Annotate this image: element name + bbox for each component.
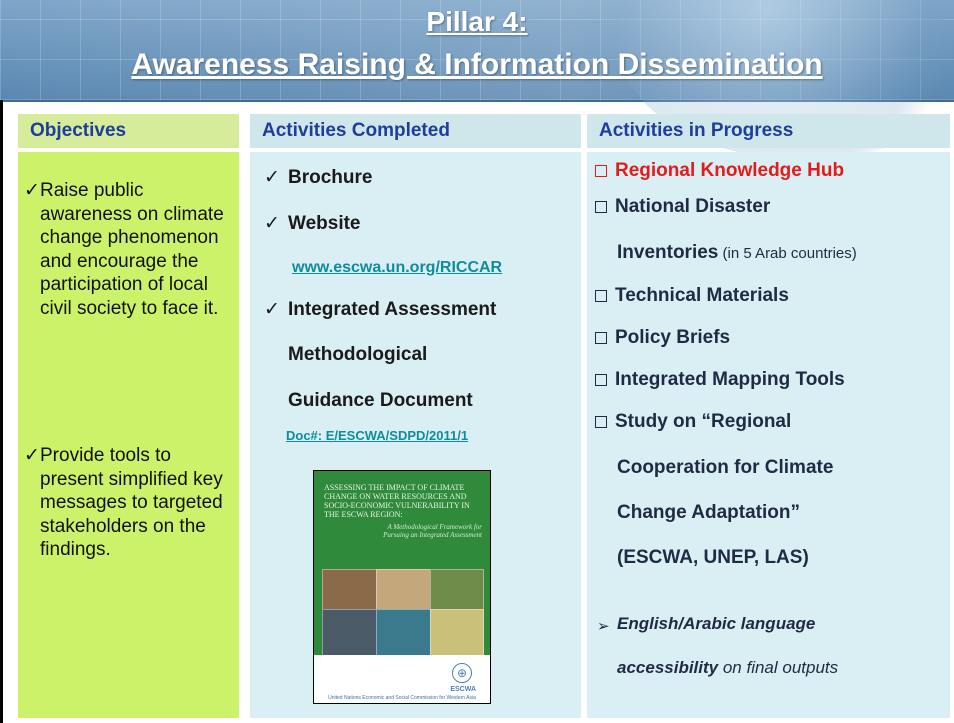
progress-note: (in 5 Arab countries) [718,245,857,262]
website-link[interactable]: www.escwa.un.org/RICCAR [292,259,503,276]
completed-panel: ✓ Brochure ✓ Website www.escwa.un.org/RICC… [250,152,581,718]
progress-label-continued: Inventories (in 5 Arab countries) [617,242,857,264]
completed-label-continued: Guidance Document [288,390,473,411]
progress-label: Inventories [617,242,719,263]
progress-label: National Disaster [615,196,771,217]
cover-photo-tile [322,609,378,657]
cover-photo-tile [376,569,432,611]
cover-title: ASSESSING THE IMPACT OF CLIMATE CHANGE O… [324,483,470,519]
cover-photo-tile [430,569,484,611]
completed-item-guidance: ✓ Integrated Assessment [264,298,496,321]
checkbox-icon [595,416,607,428]
un-emblem-icon: ⊕ [452,663,472,683]
check-icon: ✓ [24,445,40,466]
objective-text: Provide tools to present simplified key … [40,445,223,561]
language-note-rest: on final outputs [718,658,839,677]
frame-border [0,100,3,723]
progress-label-continued: Cooperation for Climate [617,457,834,478]
progress-label-continued: (ESCWA, UNEP, LAS) [617,547,809,568]
report-cover-image: ASSESSING THE IMPACT OF CLIMATE CHANGE O… [313,470,491,704]
progress-item-policy-briefs: Policy Briefs [595,327,730,349]
completed-item-brochure: ✓ Brochure [264,166,372,189]
in-progress-header: Activities in Progress [587,114,950,148]
checkbox-icon [595,332,607,344]
progress-item-disaster-inventories: National Disaster [595,196,770,218]
completed-header: Activities Completed [250,114,581,148]
progress-label: Integrated Mapping Tools [615,369,845,390]
progress-label: Study on “Regional [615,411,792,432]
cover-footer: United Nations Economic and Social Commi… [328,695,476,701]
progress-label: Policy Briefs [615,327,731,348]
cover-photo-tile [430,609,484,657]
progress-item-study: Study on “Regional [595,411,791,433]
cover-subtitle: A Methodological Framework for Pursuing … [383,523,482,539]
check-icon: ✓ [264,299,280,320]
completed-label: Brochure [288,167,373,188]
progress-label-continued: Change Adaptation” [617,502,800,523]
progress-item-knowledge-hub: Regional Knowledge Hub [595,160,844,182]
objectives-panel: ✓ Raise public awareness on climate chan… [18,152,239,718]
check-icon: ✓ [24,180,40,201]
checkbox-icon [595,290,607,302]
progress-label: Technical Materials [615,285,789,306]
cover-photo-tile [376,609,432,657]
completed-label: Integrated Assessment [288,299,497,320]
check-icon: ✓ [264,213,280,234]
in-progress-panel: Regional Knowledge Hub National Disaster… [587,152,950,718]
cover-footer-area: ⊕ ESCWA United Nations Economic and Soci… [314,655,490,703]
checkbox-icon [595,201,607,213]
checkbox-icon [595,165,607,177]
check-icon: ✓ [264,167,280,188]
objective-item: ✓ Raise public awareness on climate chan… [18,179,239,321]
checkbox-icon [595,374,607,386]
slide-title-line1: Pillar 4: [426,6,528,37]
completed-label-continued: Methodological [288,344,428,365]
slide-title-line2: Awareness Raising & Information Dissemin… [131,48,823,81]
cover-photo-tile [322,569,378,611]
language-note-line2: accessibility on final outputs [617,658,838,678]
language-note-emphasis: accessibility [617,658,719,677]
arrow-bullet-icon: ➢ [597,618,610,635]
objective-text: Raise public awareness on climate change… [40,180,224,319]
progress-item-mapping-tools: Integrated Mapping Tools [595,369,845,391]
completed-item-website: ✓ Website [264,212,361,235]
language-note-line1: English/Arabic language [617,614,816,633]
progress-item-technical-materials: Technical Materials [595,285,789,307]
completed-label: Website [288,213,361,234]
objective-item: ✓ Provide tools to present simplified ke… [18,444,239,562]
cover-org: ESCWA [450,686,476,693]
title-banner: Pillar 4: Awareness Raising & Informatio… [0,0,954,160]
objectives-header: Objectives [18,114,239,148]
progress-label: Regional Knowledge Hub [615,160,845,181]
doc-reference-link[interactable]: Doc#: E/ESCWA/SDPD/2011/1 [286,428,469,443]
